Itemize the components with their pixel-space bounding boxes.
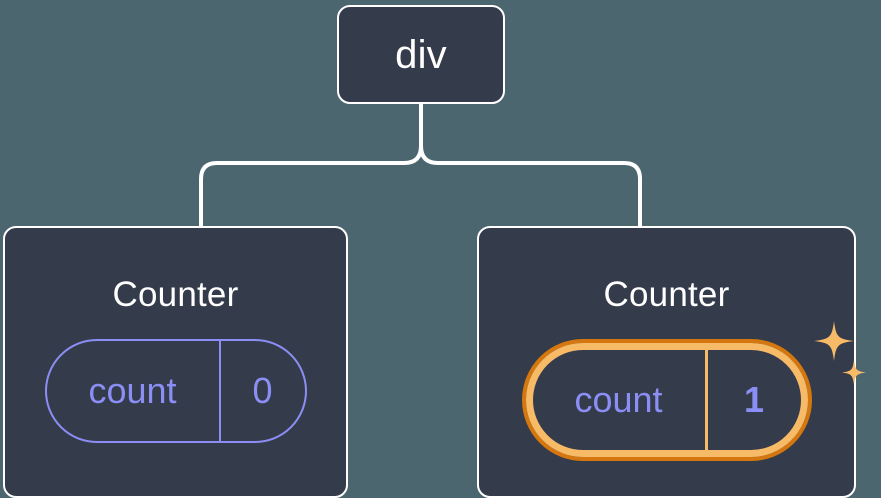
state-value-label-right: 1 xyxy=(743,379,765,420)
state-pill-wrapper-right: count 1 xyxy=(521,321,866,461)
state-pill-count-right[interactable]: count 1 xyxy=(525,343,808,457)
state-value-label-left: 0 xyxy=(252,370,273,411)
sparkle-group xyxy=(813,321,866,385)
state-key-label-right: count xyxy=(533,350,708,450)
node-div-label: div xyxy=(395,32,447,77)
node-counter-left[interactable]: Counter count 0 xyxy=(3,226,348,498)
node-counter-right[interactable]: Counter count 1 xyxy=(477,226,866,498)
node-div[interactable]: div xyxy=(337,5,505,104)
sparkle-small-icon xyxy=(841,360,866,385)
node-counter-right-label: Counter xyxy=(603,275,730,314)
state-pill-highlight-ring: count 1 xyxy=(521,339,812,461)
sparkle-large-icon xyxy=(813,321,854,361)
state-key-label-left: count xyxy=(47,341,221,441)
node-counter-left-label: Counter xyxy=(112,275,239,314)
state-pill-count-left[interactable]: count 0 xyxy=(44,339,307,443)
state-pill-wrapper-left: count 0 xyxy=(44,339,307,443)
